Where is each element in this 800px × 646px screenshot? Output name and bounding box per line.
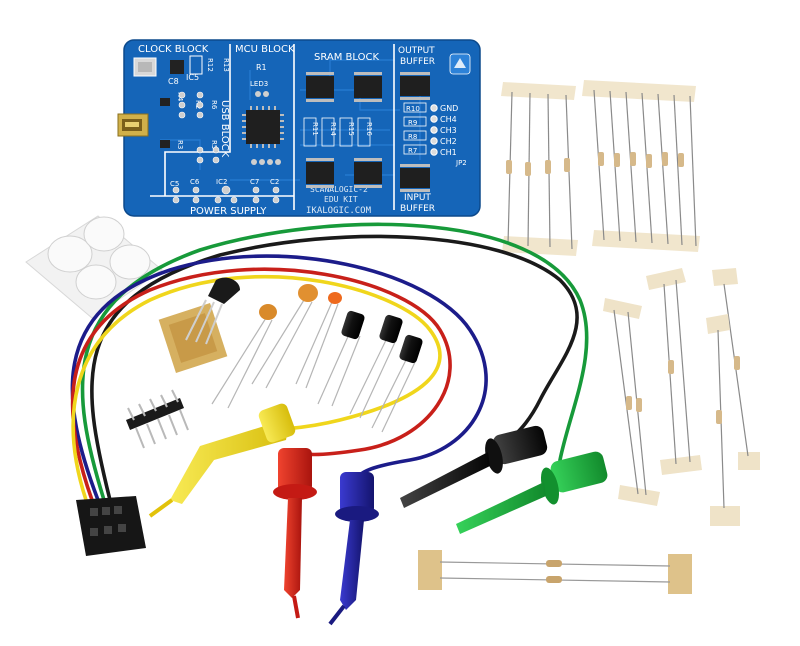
transistor bbox=[158, 277, 240, 373]
c2-label: C2 bbox=[270, 178, 279, 186]
sram-chip-4 bbox=[354, 162, 382, 184]
usb-block-label: USB BLOCK bbox=[219, 100, 230, 158]
input-buffer-label-top: INPUT bbox=[404, 193, 431, 203]
electrolytic-capacitors bbox=[317, 310, 423, 433]
pin-ch3-label: CH3 bbox=[440, 126, 457, 135]
resistor-loose-group bbox=[603, 268, 760, 526]
pin-ch4-label: CH4 bbox=[440, 115, 457, 124]
pcb-board: CLOCK BLOCK MCU BLOCK SRAM BLOCK OUTPUT … bbox=[117, 39, 481, 217]
r3-label: R3 bbox=[176, 140, 184, 149]
wire-red bbox=[70, 267, 452, 502]
r8-label: R8 bbox=[408, 133, 417, 141]
c8-label: C8 bbox=[168, 77, 179, 86]
pin-ch2-label: CH2 bbox=[440, 137, 457, 146]
output-buffer-chip bbox=[400, 76, 430, 96]
pin-gnd-label: GND bbox=[440, 104, 458, 113]
probe-clip-black bbox=[400, 425, 548, 508]
r11-label: R11 bbox=[311, 122, 319, 136]
probe-clip-yellow bbox=[148, 403, 296, 518]
c7-label: C7 bbox=[250, 178, 259, 186]
r12-label: R12 bbox=[206, 58, 214, 72]
input-buffer-chip bbox=[400, 168, 430, 188]
sram-block-label: SRAM BLOCK bbox=[314, 52, 379, 63]
r6-label: R6 bbox=[210, 100, 218, 110]
ic5-label: IC5 bbox=[186, 73, 199, 82]
led3-label: LED3 bbox=[250, 80, 268, 88]
sram-chip-2 bbox=[354, 76, 382, 98]
power-supply-label: POWER SUPPLY bbox=[190, 206, 267, 217]
probe-wires bbox=[70, 222, 589, 502]
wire-blue bbox=[70, 254, 488, 502]
r16-label: R16 bbox=[365, 122, 373, 136]
resistor-strip-small bbox=[501, 82, 578, 256]
mcu-block-label: MCU BLOCK bbox=[235, 44, 295, 55]
input-buffer-label-bottom: BUFFER bbox=[400, 204, 435, 214]
r9-label: R9 bbox=[408, 119, 417, 127]
probe-clip-green bbox=[456, 451, 608, 534]
r5-label: R5 bbox=[210, 140, 218, 149]
pin-header bbox=[126, 389, 189, 449]
ceramic-capacitors bbox=[211, 284, 342, 409]
r13-label: R13 bbox=[222, 58, 230, 72]
rubber-feet-sheet bbox=[25, 215, 163, 319]
mcu-chip bbox=[242, 106, 284, 148]
c6-label: C6 bbox=[190, 178, 200, 186]
wire-yellow bbox=[71, 274, 442, 502]
output-buffer-label-bottom: BUFFER bbox=[400, 57, 435, 67]
probe-clip-blue bbox=[328, 472, 379, 626]
r1-label: R1 bbox=[256, 63, 267, 72]
ic2-label: IC2 bbox=[216, 178, 227, 186]
clock-block-label: CLOCK BLOCK bbox=[138, 44, 209, 55]
probe-clip-red bbox=[273, 448, 317, 619]
kit-label: EDU KIT bbox=[324, 195, 358, 204]
resistor-strip-large bbox=[582, 80, 700, 252]
sram-chip-1 bbox=[306, 76, 334, 98]
logo-icon bbox=[449, 53, 471, 75]
wire-green bbox=[80, 222, 589, 502]
pin-ch1-label: CH1 bbox=[440, 148, 457, 157]
output-buffer-label-top: OUTPUT bbox=[398, 46, 435, 56]
product-name-label: SCANALOGIC-2 bbox=[310, 185, 368, 194]
r7-label: R7 bbox=[408, 147, 417, 155]
usb-connector-icon bbox=[117, 113, 149, 137]
resistor-horizontal-pair bbox=[418, 550, 692, 594]
c5-label: C5 bbox=[170, 180, 179, 188]
r15-label: R15 bbox=[347, 122, 355, 136]
wire-connector-housing bbox=[76, 496, 146, 556]
r14-label: R14 bbox=[329, 122, 337, 136]
jp2-label: JP2 bbox=[455, 159, 467, 167]
r10-label: R10 bbox=[406, 105, 420, 113]
website-label: IKALOGIC.COM bbox=[306, 206, 372, 216]
sram-chip-3 bbox=[306, 162, 334, 184]
